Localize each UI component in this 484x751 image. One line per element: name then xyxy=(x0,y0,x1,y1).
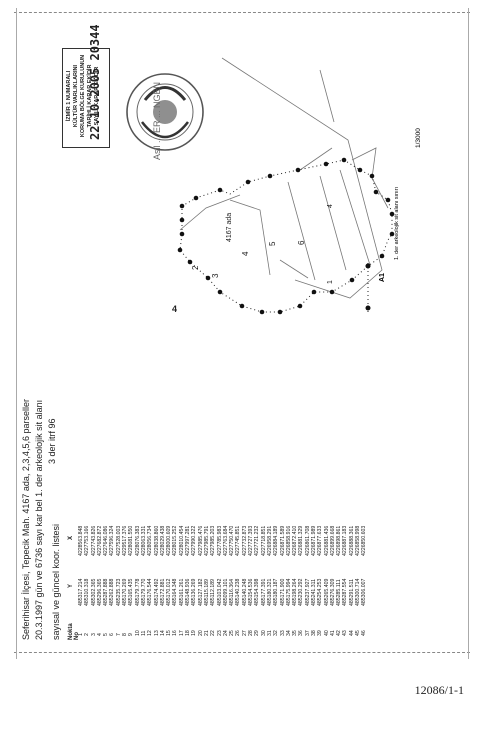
stamp-line: KÜLTÜR VARLIKLARINI xyxy=(73,64,79,128)
document-title-line-1: Seferihisar İlçesi, Tepecik Mah. 4167 ad… xyxy=(21,399,31,640)
point-label: 4 xyxy=(327,204,334,208)
stamp-box xyxy=(62,48,110,148)
document-title-line-2: 20.3.1997 gün ve 6736 sayı kar bel 1. de… xyxy=(34,399,44,640)
round-seal-icon xyxy=(126,73,204,151)
parcel-lines xyxy=(179,57,389,299)
stamp-line: İZMİR 1 NUMARALI xyxy=(66,70,72,122)
cell-nokta: 46 xyxy=(361,630,368,636)
cell-x: 4226850.603 xyxy=(361,525,368,556)
header-y: Y xyxy=(68,583,74,588)
footer-id: 12086/1-1 xyxy=(414,683,464,697)
parcel-map: 2 3 4 5 6 4167 ada 4 1 4 Asil ... ER ...… xyxy=(126,57,422,315)
ada-label: 4167 ada xyxy=(226,213,233,242)
parcel-label: 5 xyxy=(268,241,277,246)
map-scale: 1/3000 xyxy=(415,128,422,148)
datum-note: 3 der itrf 96 xyxy=(47,418,57,464)
handwritten-date: 22.10.2005 20344 xyxy=(88,24,102,140)
bottom-dashed-border xyxy=(14,652,470,653)
document-title-line-3: sayısal ve güncel koor. listesi xyxy=(51,523,61,640)
parcel-label: 3 xyxy=(211,273,220,278)
legend: A1 1. der arkeolojik sit alanı sınırı 1/… xyxy=(365,128,422,312)
header-x: X xyxy=(68,535,74,540)
right-frame-line xyxy=(468,8,469,659)
parcel-label: 4 xyxy=(241,251,250,256)
table-row: 46 485306.007 4226850.603 xyxy=(361,480,367,640)
site-boundary xyxy=(177,157,395,315)
legend-text: 1. der arkeolojik sit alanı sınırı xyxy=(394,187,400,260)
point-label: 1 xyxy=(327,280,334,284)
north-arrow-label: 4 xyxy=(172,304,177,314)
parcel-label: 2 xyxy=(191,265,200,270)
top-dashed-border xyxy=(14,12,470,13)
left-frame-line xyxy=(16,8,17,659)
parcel-label: 6 xyxy=(297,240,306,245)
cell-y: 485306.007 xyxy=(361,578,368,606)
legend-marker-label: A1 xyxy=(379,273,386,282)
stamp-line: KORUMA BÖLGE KURULUNUN xyxy=(80,54,86,138)
background-text: Asil ... ER ... NGEN xyxy=(152,82,162,160)
